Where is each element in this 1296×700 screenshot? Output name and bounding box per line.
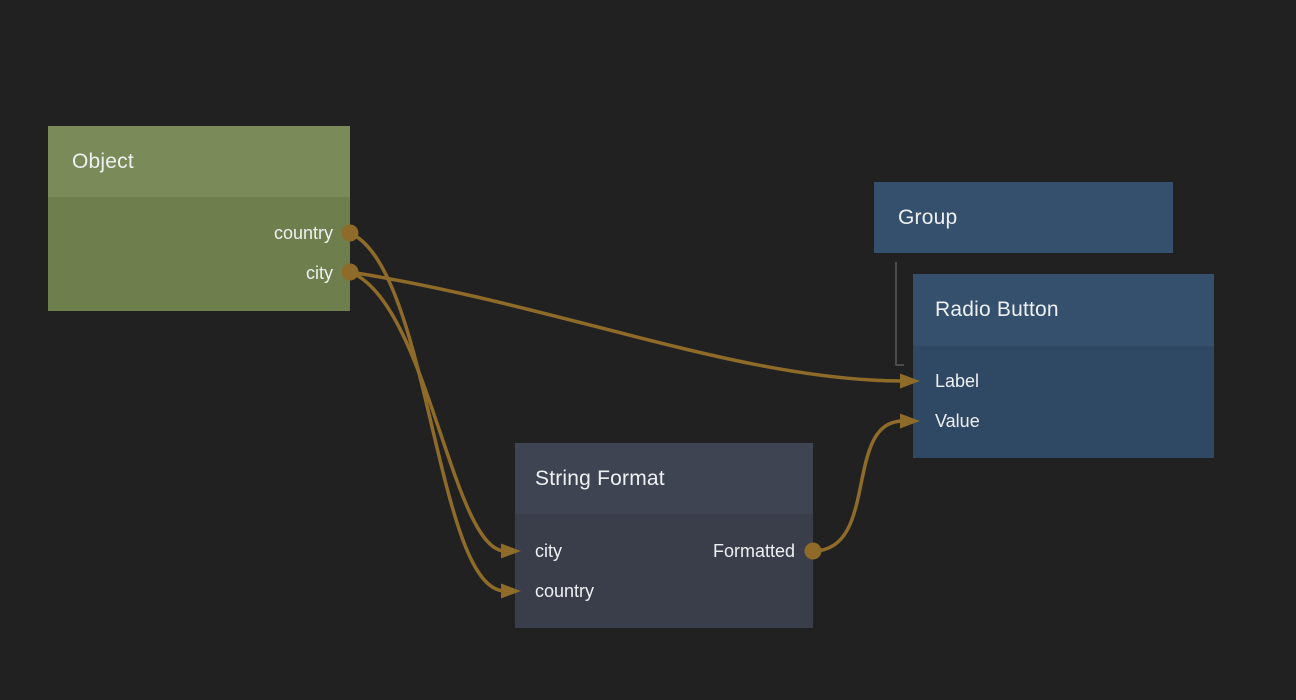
wire-object-city-to-radio-label[interactable] [349,270,904,383]
output-port-label-city: city [306,262,333,283]
input-port-label-city: city [535,540,562,561]
input-port-label-country: country [535,580,595,601]
port-row-object-country: country [48,213,350,253]
node-group-header[interactable]: Group [874,182,1173,253]
node-object-header[interactable]: Object [48,126,350,197]
wire-object-city-to-string-city[interactable] [349,270,506,553]
node-string-format-title: String Format [535,466,665,490]
input-port-label-value: Value [935,410,980,431]
node-string-format[interactable]: String Format city Formatted country [515,443,813,628]
port-row-radio-value: Value [913,401,1214,441]
port-row-string-city-formatted: city Formatted [515,531,813,571]
node-radio-button-body: Label Value [913,346,1214,458]
node-object[interactable]: Object country city [48,126,350,311]
node-string-format-header[interactable]: String Format [515,443,813,514]
output-port-label-country: country [273,222,333,243]
node-radio-button-title: Radio Button [935,298,1059,321]
port-row-radio-label: Label [913,361,1214,401]
node-string-format-body: city Formatted country [515,514,813,628]
node-radio-button[interactable]: Radio Button Label Value [913,274,1214,458]
node-object-title: Object [72,149,134,173]
node-group[interactable]: Group [874,182,1173,253]
wire-object-country-to-string-country[interactable] [349,231,506,593]
input-port-label-label: Label [935,370,980,391]
node-group-title: Group [898,205,958,229]
port-row-string-country: country [515,571,813,611]
output-port-label-formatted: Formatted [712,540,795,561]
port-row-object-city: city [48,253,350,293]
node-radio-button-header[interactable]: Radio Button [913,274,1214,346]
wire-string-formatted-to-radio-value[interactable] [812,419,904,553]
node-object-body: country city [48,197,350,311]
group-child-elbow-connector [895,262,904,366]
